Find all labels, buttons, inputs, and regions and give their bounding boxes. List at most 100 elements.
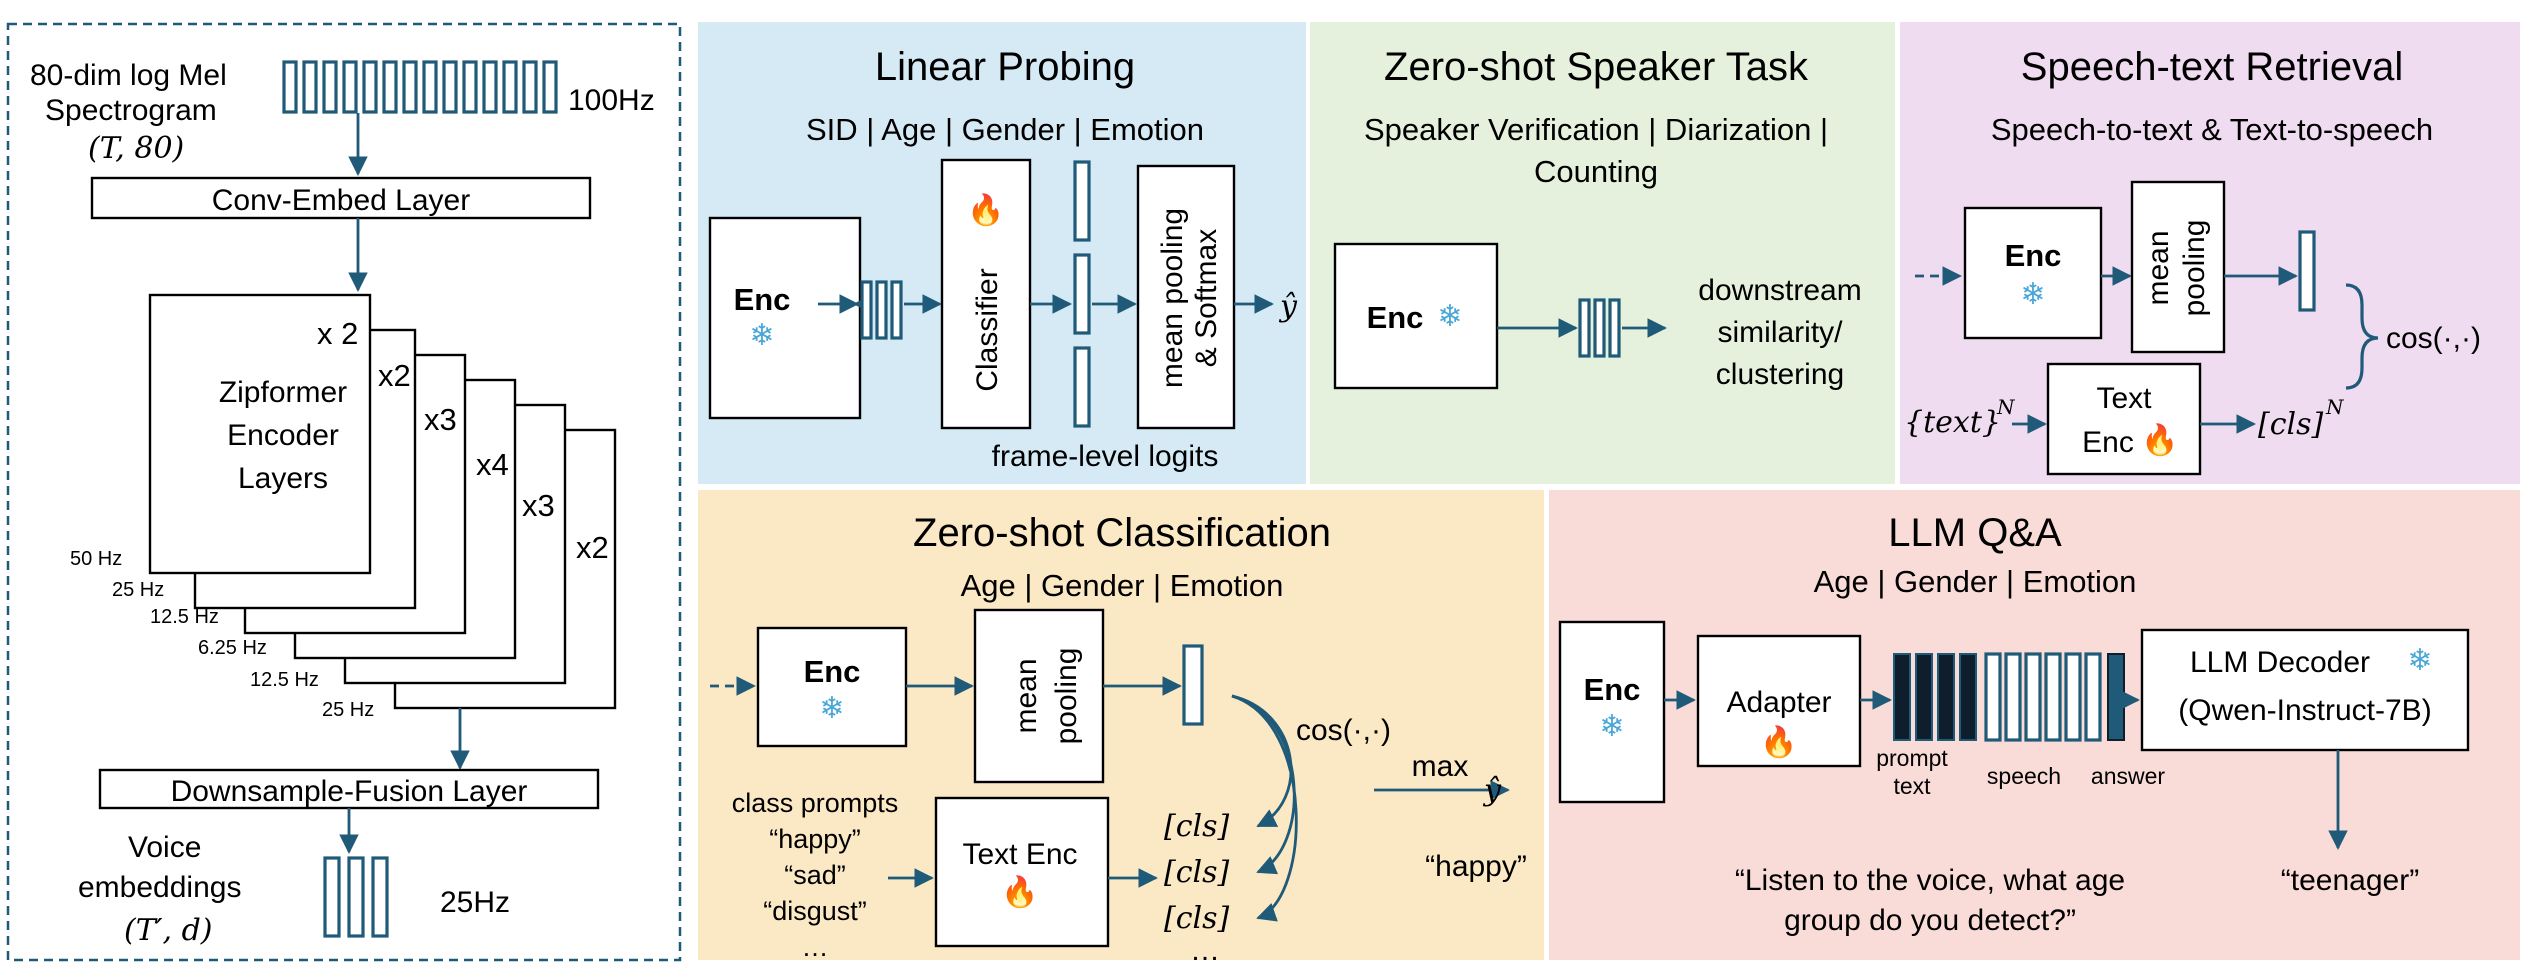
llm-question-line1: “Listen to the voice, what age xyxy=(1735,864,2125,897)
llm-decoder-line1: LLM Decoder xyxy=(2190,646,2370,679)
speaker-downstream-line2: similarity/ xyxy=(1718,316,1844,349)
classifier-box xyxy=(940,158,1032,430)
repeat-label-4: x4 xyxy=(476,447,509,482)
speaker-encoder-label: Enc xyxy=(1367,300,1424,335)
llm-encoder-box xyxy=(1558,620,1666,804)
rate-label-6: 25 Hz xyxy=(322,699,374,721)
repeat-label-3: x3 xyxy=(424,402,457,437)
fire-icon: 🔥 xyxy=(1001,874,1038,909)
speech-token-label: speech xyxy=(1987,763,2061,789)
repeat-label-2: x2 xyxy=(378,358,411,393)
zipformer-label-line3: Layers xyxy=(238,462,328,495)
speaker-title: Zero-shot Speaker Task xyxy=(1384,45,1809,89)
classification-text-enc-label: Text Enc xyxy=(962,838,1077,871)
rate-label-4: 6.25 Hz xyxy=(198,637,267,659)
answer-token xyxy=(2107,653,2125,741)
adapter-box xyxy=(1696,634,1862,768)
classification-pooling-box xyxy=(973,608,1105,784)
snowflake-icon: ❄ xyxy=(1599,710,1624,743)
zipformer-label-line2: Encoder xyxy=(227,419,339,452)
retrieval-pooling-line2: pooling xyxy=(2178,220,2211,317)
repeat-label-6: x2 xyxy=(576,530,609,565)
spectrogram-frames xyxy=(282,60,558,114)
speaker-subtitle-line1: Speaker Verification | Diarization | xyxy=(1364,112,1828,147)
prompt-text-label-line1: prompt xyxy=(1876,745,1948,771)
rate-label-5: 12.5 Hz xyxy=(250,669,319,691)
retrieval-text-enc-line2: Enc xyxy=(2082,426,2134,459)
retrieval-text-encoder-box xyxy=(2046,362,2202,476)
lp-pooling-line1: mean pooling xyxy=(1156,208,1189,388)
output-shape: (T′, d) xyxy=(124,913,213,948)
retrieval-encoder-box xyxy=(1963,206,2103,340)
prompt-item: “sad” xyxy=(784,860,846,890)
zipformer-stack xyxy=(148,293,617,710)
speaker-encoder-box xyxy=(1333,242,1499,390)
snowflake-icon: ❄ xyxy=(1437,300,1462,333)
rate-label-3: 12.5 Hz xyxy=(150,606,219,628)
classification-text-encoder-box xyxy=(934,796,1110,948)
llm-answer: “teenager” xyxy=(2281,864,2419,897)
frame-logits-label: frame-level logits xyxy=(992,440,1219,473)
classification-title: Zero-shot Classification xyxy=(913,511,1331,555)
classification-speech-vector xyxy=(1182,644,1204,726)
output-label-line1: Voice xyxy=(128,831,201,864)
snowflake-icon: ❄ xyxy=(749,319,774,352)
classifier-label: Classifier xyxy=(971,268,1004,391)
conv-embed-label: Conv-Embed Layer xyxy=(212,184,470,217)
classification-encoder-box xyxy=(756,626,908,748)
llm-encoder-label: Enc xyxy=(1584,672,1641,707)
llm-decoder-box xyxy=(2140,628,2470,752)
classification-result: “happy” xyxy=(1425,850,1527,883)
cls-token: [cls] xyxy=(1164,855,1229,890)
cls-token: [cls] xyxy=(1164,809,1229,844)
fire-icon: 🔥 xyxy=(2141,422,2178,457)
conv-embed-layer xyxy=(90,176,592,220)
rate-label-1: 50 Hz xyxy=(70,548,122,570)
retrieval-cls-output-sup: N xyxy=(2325,395,2345,419)
linear-probing-subtitle: SID | Age | Gender | Emotion xyxy=(806,112,1204,147)
cls-token: … xyxy=(1190,934,1220,967)
retrieval-encoder-label: Enc xyxy=(2005,238,2062,273)
retrieval-brace xyxy=(2345,283,2379,390)
llm-decoder-line2: (Qwen-Instruct-7B) xyxy=(2178,694,2431,727)
lp-frames xyxy=(860,280,903,340)
repeat-label-5: x3 xyxy=(522,488,555,523)
lp-encoder-label: Enc xyxy=(734,282,791,317)
llm-question-line2: group do you detect?” xyxy=(1784,904,2076,937)
downsample-fusion-layer xyxy=(98,768,600,810)
retrieval-speech-vector xyxy=(2298,230,2316,312)
speaker-downstream-line1: downstream xyxy=(1698,274,1861,307)
speaker-frames xyxy=(1578,298,1621,358)
fire-icon: 🔥 xyxy=(967,192,1004,227)
snowflake-icon: ❄ xyxy=(2407,644,2432,677)
output-label-line2: embeddings xyxy=(78,871,241,904)
retrieval-text-input: {text} xyxy=(1904,405,2001,440)
similarity-arrows xyxy=(1231,694,1298,922)
snowflake-icon: ❄ xyxy=(2020,278,2045,311)
input-label-line1: 80-dim log Mel xyxy=(30,59,227,92)
retrieval-pooling-line1: mean xyxy=(2142,230,2175,305)
retrieval-subtitle: Speech-to-text & Text-to-speech xyxy=(1991,112,2433,147)
retrieval-text-input-sup: N xyxy=(1996,395,2016,419)
prompt-item: “disgust” xyxy=(763,896,867,926)
classification-max: max xyxy=(1412,750,1469,783)
llm-subtitle: Age | Gender | Emotion xyxy=(1814,564,2137,599)
linear-probing-title: Linear Probing xyxy=(875,45,1135,89)
retrieval-pooling-box xyxy=(2130,180,2226,354)
input-rate: 100Hz xyxy=(568,84,655,117)
classification-subtitle: Age | Gender | Emotion xyxy=(961,568,1284,603)
fire-icon: 🔥 xyxy=(1760,724,1797,759)
downsample-label: Downsample-Fusion Layer xyxy=(171,775,528,808)
retrieval-title: Speech-text Retrieval xyxy=(2021,45,2403,89)
retrieval-cos: cos(·,·) xyxy=(2386,322,2481,355)
snowflake-icon: ❄ xyxy=(819,692,844,725)
prompts-header: class prompts xyxy=(732,788,899,818)
retrieval-text-enc-line1: Text xyxy=(2096,382,2152,415)
llm-title: LLM Q&A xyxy=(1888,511,2062,555)
lp-encoder-box xyxy=(708,216,862,420)
lp-pooling-box xyxy=(1136,164,1236,430)
lp-output: ŷ xyxy=(1278,289,1298,324)
voice-embedding-frames xyxy=(323,856,389,938)
lp-pooling-line2: & Softmax xyxy=(1190,229,1223,367)
retrieval-cls-output: [cls] xyxy=(2258,407,2323,442)
